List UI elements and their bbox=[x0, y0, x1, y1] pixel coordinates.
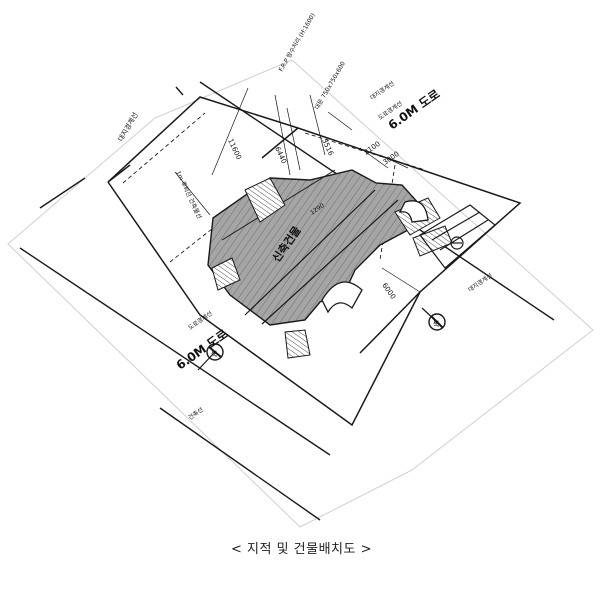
figure-caption: < 지적 및 건물배치도 > bbox=[231, 542, 372, 557]
svg-text:대지경계선: 대지경계선 bbox=[116, 111, 140, 143]
dim-6000: 6000 bbox=[380, 282, 397, 301]
north-label-left: 북 bbox=[211, 350, 218, 358]
svg-text:대지경계선: 대지경계선 bbox=[467, 271, 494, 293]
svg-text:6440: 6440 bbox=[273, 145, 288, 165]
stairs-bottom bbox=[284, 329, 311, 359]
paper-outline bbox=[7, 59, 594, 528]
svg-text:3000: 3000 bbox=[382, 150, 401, 167]
bay-window-1 bbox=[321, 200, 429, 314]
svg-text:6000: 6000 bbox=[380, 282, 397, 301]
svg-text:건축선: 건축선 bbox=[187, 406, 205, 422]
dim-3000: 3000 bbox=[382, 150, 401, 167]
svg-text:11600: 11600 bbox=[226, 137, 243, 161]
site-boundary bbox=[107, 96, 522, 427]
label-site-boundary-top: 대지경계선 bbox=[369, 79, 396, 101]
label-neighbor-right: 대지경계선 bbox=[467, 271, 494, 293]
label-road-boundary-left: 도로경계선 bbox=[187, 309, 214, 331]
label-gate: 대문 750x750x600 bbox=[313, 60, 347, 111]
road-left bbox=[19, 177, 331, 521]
svg-text:대지경계선: 대지경계선 bbox=[369, 79, 396, 101]
dim-11600: 11600 bbox=[226, 137, 243, 161]
label-neighbor-top-left: 대지경계선 bbox=[116, 111, 140, 143]
stairs-top-left bbox=[244, 177, 286, 223]
stairs-left bbox=[211, 257, 241, 291]
parking-structure bbox=[419, 204, 496, 269]
north-marker-right: 북 bbox=[421, 307, 446, 331]
label-setback: 건축선 bbox=[187, 406, 205, 422]
dimension-lines bbox=[174, 87, 421, 293]
north-marker-left: 북 bbox=[197, 343, 224, 371]
building-mass bbox=[207, 169, 421, 326]
svg-text:대문 750x750x600: 대문 750x750x600 bbox=[313, 60, 347, 111]
label-building-line: 1m 후퇴선 건축물선 bbox=[174, 169, 203, 220]
north-label-right: 북 bbox=[433, 320, 440, 328]
svg-text:1m 후퇴선 건축물선: 1m 후퇴선 건축물선 bbox=[174, 169, 203, 220]
dim-6440: 6440 bbox=[273, 145, 288, 165]
svg-text:도로경계선: 도로경계선 bbox=[187, 309, 214, 331]
